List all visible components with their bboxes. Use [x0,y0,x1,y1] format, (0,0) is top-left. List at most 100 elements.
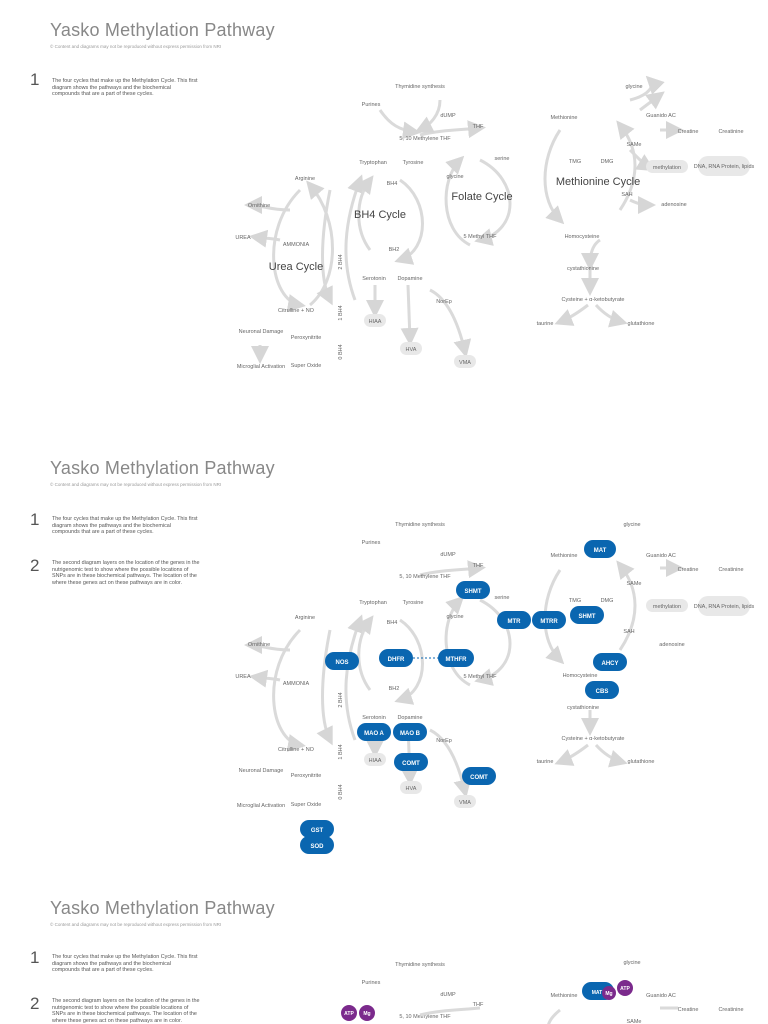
label-2-bh4: 2 BH4 [338,254,344,269]
label-same: SAMe [627,1019,642,1024]
label-norep: NorEp [436,738,452,744]
pill-dna [698,596,750,616]
label-ornithine: Ornithine [248,203,270,209]
label-guanido: Guanido AC [646,993,676,999]
label-bh2: BH2 [389,247,400,253]
cofactor-atp-2 [617,980,633,996]
label-glycine-top: glycine [625,84,642,90]
label-2-bh4: 2 BH4 [338,692,344,707]
pill-methylation [646,160,688,173]
label-dmg: DMG [601,159,614,165]
label-thymidine: Thymidine synthesis [395,84,445,90]
gene-sod [300,836,334,854]
label-methionine: Methionine [551,553,578,559]
label-ammonia: AMMONIA [283,242,310,248]
label-methylation: methylation [653,604,681,610]
cofactor-mg-2 [602,986,616,1000]
label-vma: VMA [459,800,471,806]
label-peroxynitrite: Peroxynitrite [291,335,322,341]
label-bh4: BH4 [387,620,398,626]
urea-cycle-label: Urea Cycle [269,261,323,273]
label-methylation: methylation [653,165,681,171]
label-neuronal-damage: Neuronal Damage [239,329,284,335]
gene-mthfr-label: MTHFR [446,657,468,663]
label-tmg: TMG [569,159,581,165]
label-super-oxide: Super Oxide [291,802,322,808]
label-thf: THF [473,563,484,569]
copyright-note: © Content and diagrams may not be reprod… [50,482,222,487]
step-2-text: The second diagram layers on the locatio… [52,998,200,1024]
label-methionine: Methionine [551,993,578,999]
panel-1: Yasko Methylation Pathway © Content and … [0,0,768,440]
panel-2: Yasko Methylation Pathway © Content and … [0,440,768,880]
label-purines: Purines [362,102,381,108]
label-1-bh4: 1 BH4 [338,744,344,759]
gene-mat-label: MAT [592,990,602,996]
cofactor-mg-1 [359,1005,375,1021]
copyright-note: © Content and diagrams may not be reprod… [50,44,222,49]
label-serotonin: Serotonin [362,276,386,282]
gene-dhfr [379,649,413,667]
cofactor-atp-2-label: ATP [620,986,630,992]
label-same: SAMe [627,581,642,587]
label-creatine: Creatine [678,567,699,573]
step-2-number: 2 [30,994,40,1013]
label-dna: DNA, RNA Protein, lipids [694,604,755,610]
label-citrulline: Citrulline + NO [278,747,315,753]
gene-maob-label: MAO B [400,731,421,737]
label-homocysteine: Homocysteine [565,234,600,240]
cofactor-atp-1-label: ATP [344,1011,354,1017]
gene-shmt-folate [456,581,490,599]
label-tyrosine: Tyrosine [403,600,424,606]
label-arginine: Arginine [295,615,315,621]
label-arginine: Arginine [295,176,315,182]
label-dopamine: Dopamine [397,715,422,721]
gene-comt-1 [394,753,428,771]
cofactor-mg-1-label: Mg [363,1011,370,1017]
label-purines: Purines [362,540,381,546]
label-tryptophan: Tryptophan [359,600,387,606]
pill-vma [454,795,476,808]
gene-mtrr [532,611,566,629]
label-hva: HVA [406,786,417,792]
gene-mtr-label: MTR [508,619,522,625]
pill-hiaa [364,314,386,327]
methylation-diagram: BH4 Cycle Urea Cycle Folate Cycle Methio… [235,75,755,370]
step-2-text: The second diagram layers on the locatio… [52,560,200,586]
label-creatine: Creatine [678,1007,699,1013]
label-0-bh4: 0 BH4 [338,344,344,359]
label-methyl-thf: 5 Methyl THF [464,674,498,680]
gene-nos-label: NOS [335,660,348,666]
gene-comt-1-label: COMT [402,761,420,767]
label-sah: SAH [621,192,632,198]
cofactor-atp-1 [341,1005,357,1021]
label-adenosine: adenosine [661,202,686,208]
copyright-note: © Content and diagrams may not be reprod… [50,922,222,927]
gene-mat-label: MAT [594,548,607,554]
page-title: Yasko Methylation Pathway [50,898,275,918]
gene-comt-2-label: COMT [470,775,488,781]
label-dump: dUMP [440,552,456,558]
label-serine: serine [495,156,510,162]
gene-nos [325,652,359,670]
label-serotonin: Serotonin [362,715,386,721]
label-dump: dUMP [440,992,456,998]
label-methylene-thf: 5, 10 Methylene THF [399,136,451,142]
label-glycine-folate: glycine [446,174,463,180]
label-glutathione: glutathione [628,759,655,765]
step-2-number: 2 [30,556,40,575]
label-methyl-thf: 5 Methyl THF [464,234,498,240]
label-norep: NorEp [436,299,452,305]
bh4-cycle-label: BH4 Cycle [354,209,406,221]
label-peroxynitrite: Peroxynitrite [291,773,322,779]
gene-maoa [357,723,391,741]
gene-mtr [497,611,531,629]
gene-maob [393,723,427,741]
cofactor-mg-2-label: Mg [605,991,612,997]
page-title: Yasko Methylation Pathway [50,20,275,40]
label-cystathionine: cystathionine [567,705,599,711]
label-cystathionine: cystathionine [567,266,599,272]
label-cysteine: Cysteine + α-ketobutyrate [562,297,625,303]
pill-hva [400,781,422,794]
label-vma: VMA [459,360,471,366]
